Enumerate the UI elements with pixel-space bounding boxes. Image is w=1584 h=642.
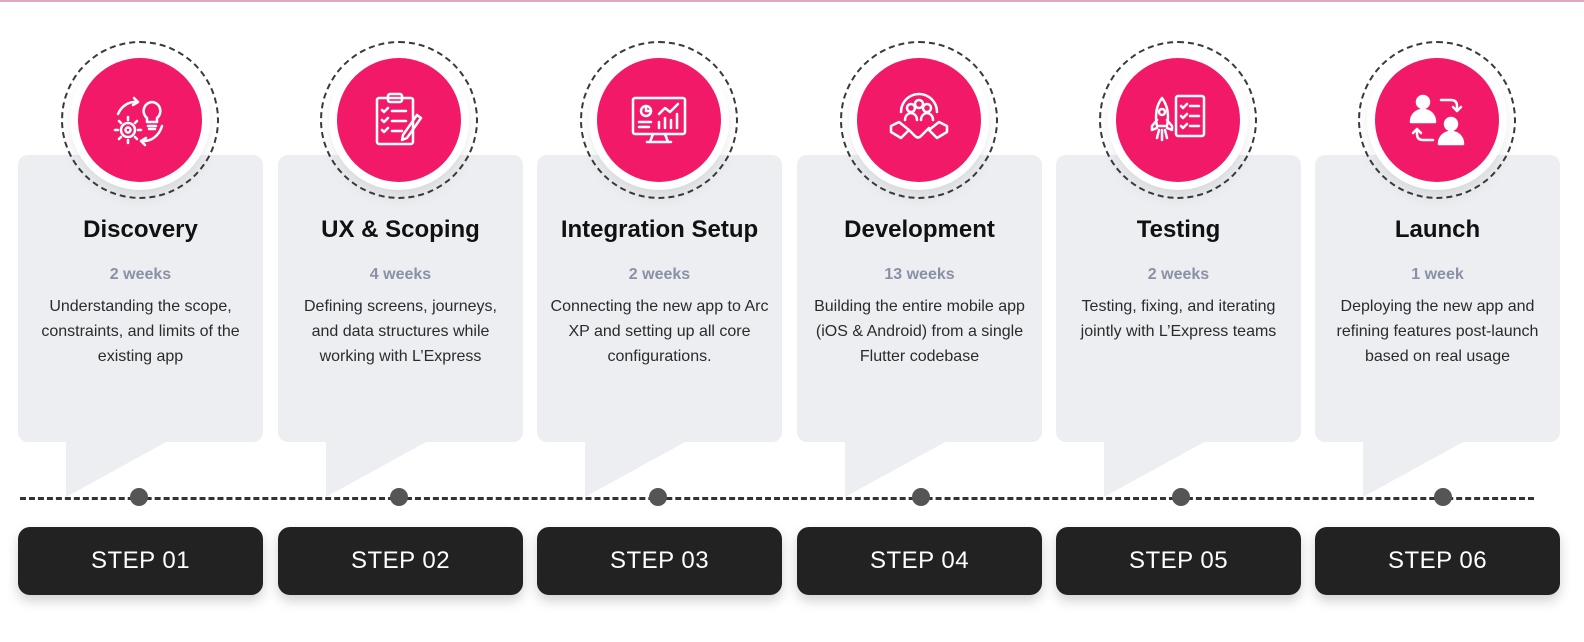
step-description: Building the entire mobile app (iOS & An… bbox=[814, 298, 1025, 365]
card-pointer bbox=[66, 441, 168, 497]
timeline-dot bbox=[130, 488, 148, 506]
monitor-analytics-icon bbox=[597, 58, 721, 182]
step-label: STEP 02 bbox=[278, 527, 523, 595]
card-pointer bbox=[845, 441, 947, 497]
clipboard-checklist-icon bbox=[337, 58, 461, 182]
step-description: Deploying the new app and refining featu… bbox=[1336, 298, 1539, 365]
dashed-ring bbox=[1099, 41, 1257, 199]
dashed-ring bbox=[61, 41, 219, 199]
step-title: Integration Setup bbox=[560, 216, 759, 243]
card-pointer bbox=[1104, 441, 1206, 497]
step-title: Testing bbox=[1136, 216, 1221, 243]
step-column-2: UX & Scoping 4 weeks Defining screens, j… bbox=[278, 0, 523, 642]
step-label: STEP 04 bbox=[797, 527, 1042, 595]
people-exchange-icon bbox=[1375, 58, 1499, 182]
timeline-dot bbox=[1434, 488, 1452, 506]
card-pointer bbox=[326, 441, 428, 497]
step-description: Connecting the new app to Arc XP and set… bbox=[550, 298, 769, 365]
step-duration: 13 weeks bbox=[884, 266, 955, 283]
dashed-ring bbox=[580, 41, 738, 199]
step-title: Launch bbox=[1394, 216, 1481, 243]
step-title: UX & Scoping bbox=[321, 216, 480, 243]
step-card bbox=[18, 155, 263, 442]
step-label: STEP 06 bbox=[1315, 527, 1560, 595]
step-card bbox=[278, 155, 523, 442]
step-title: Development bbox=[844, 216, 995, 243]
timeline-dot bbox=[390, 488, 408, 506]
step-card bbox=[537, 155, 782, 442]
step-duration: 4 weeks bbox=[369, 266, 432, 283]
dashed-ring bbox=[1358, 41, 1516, 199]
top-divider bbox=[0, 0, 1584, 2]
step-column-6: Launch 1 week Deploying the new app and … bbox=[1315, 0, 1560, 642]
step-card bbox=[797, 155, 1042, 442]
timeline-dot bbox=[912, 488, 930, 506]
rocket-checklist-icon bbox=[1116, 58, 1240, 182]
step-column-1: Discovery 2 weeks Understanding the scop… bbox=[18, 0, 263, 642]
step-label: STEP 03 bbox=[537, 527, 782, 595]
timeline-dot bbox=[1172, 488, 1190, 506]
step-column-3: Integration Setup 2 weeks Connecting the… bbox=[537, 0, 782, 642]
card-pointer bbox=[585, 441, 687, 497]
idea-gear-cycle-icon bbox=[78, 58, 202, 182]
step-card bbox=[1315, 155, 1560, 442]
step-column-4: Development 13 weeks Building the entire… bbox=[797, 0, 1042, 642]
team-handshake-icon bbox=[857, 58, 981, 182]
step-label: STEP 05 bbox=[1056, 527, 1301, 595]
step-duration: 2 weeks bbox=[109, 266, 172, 283]
step-duration: 1 week bbox=[1411, 266, 1464, 283]
dashed-ring bbox=[320, 41, 478, 199]
step-description: Testing, fixing, and iterating jointly w… bbox=[1080, 298, 1277, 340]
step-duration: 2 weeks bbox=[1147, 266, 1210, 283]
step-duration: 2 weeks bbox=[628, 266, 691, 283]
step-card bbox=[1056, 155, 1301, 442]
step-label: STEP 01 bbox=[18, 527, 263, 595]
step-column-5: Testing 2 weeks Testing, fixing, and ite… bbox=[1056, 0, 1301, 642]
dashed-ring bbox=[840, 41, 998, 199]
step-title: Discovery bbox=[83, 216, 198, 243]
step-description: Understanding the scope, constraints, an… bbox=[41, 298, 240, 365]
step-description: Defining screens, journeys, and data str… bbox=[304, 298, 497, 365]
card-pointer bbox=[1363, 441, 1465, 497]
timeline-dot bbox=[649, 488, 667, 506]
timeline-dashed-line bbox=[20, 497, 1534, 500]
